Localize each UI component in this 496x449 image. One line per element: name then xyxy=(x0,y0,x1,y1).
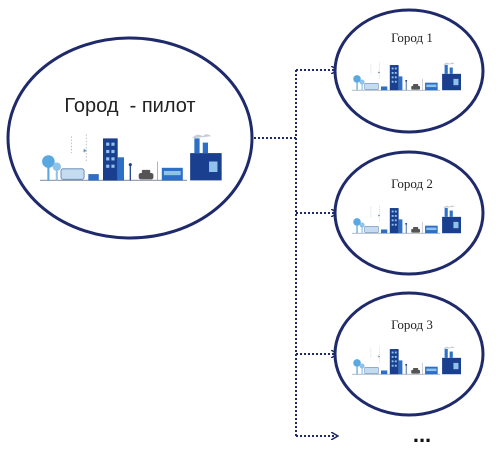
pilot-city-node: Город - пилот xyxy=(6,36,254,240)
city-1-label: Город 1 xyxy=(391,30,433,45)
city-node-1: Город 1 xyxy=(333,8,485,134)
connector-tree xyxy=(254,70,337,436)
pilot-city-label: Город - пилот xyxy=(64,95,195,117)
city-2-label: Город 2 xyxy=(391,176,433,191)
city-node-2: Город 2 xyxy=(333,150,485,276)
more-cities-ellipsis: ... xyxy=(413,422,431,447)
city-3-label: Город 3 xyxy=(391,317,433,332)
city-node-3: Город 3 xyxy=(333,291,485,417)
